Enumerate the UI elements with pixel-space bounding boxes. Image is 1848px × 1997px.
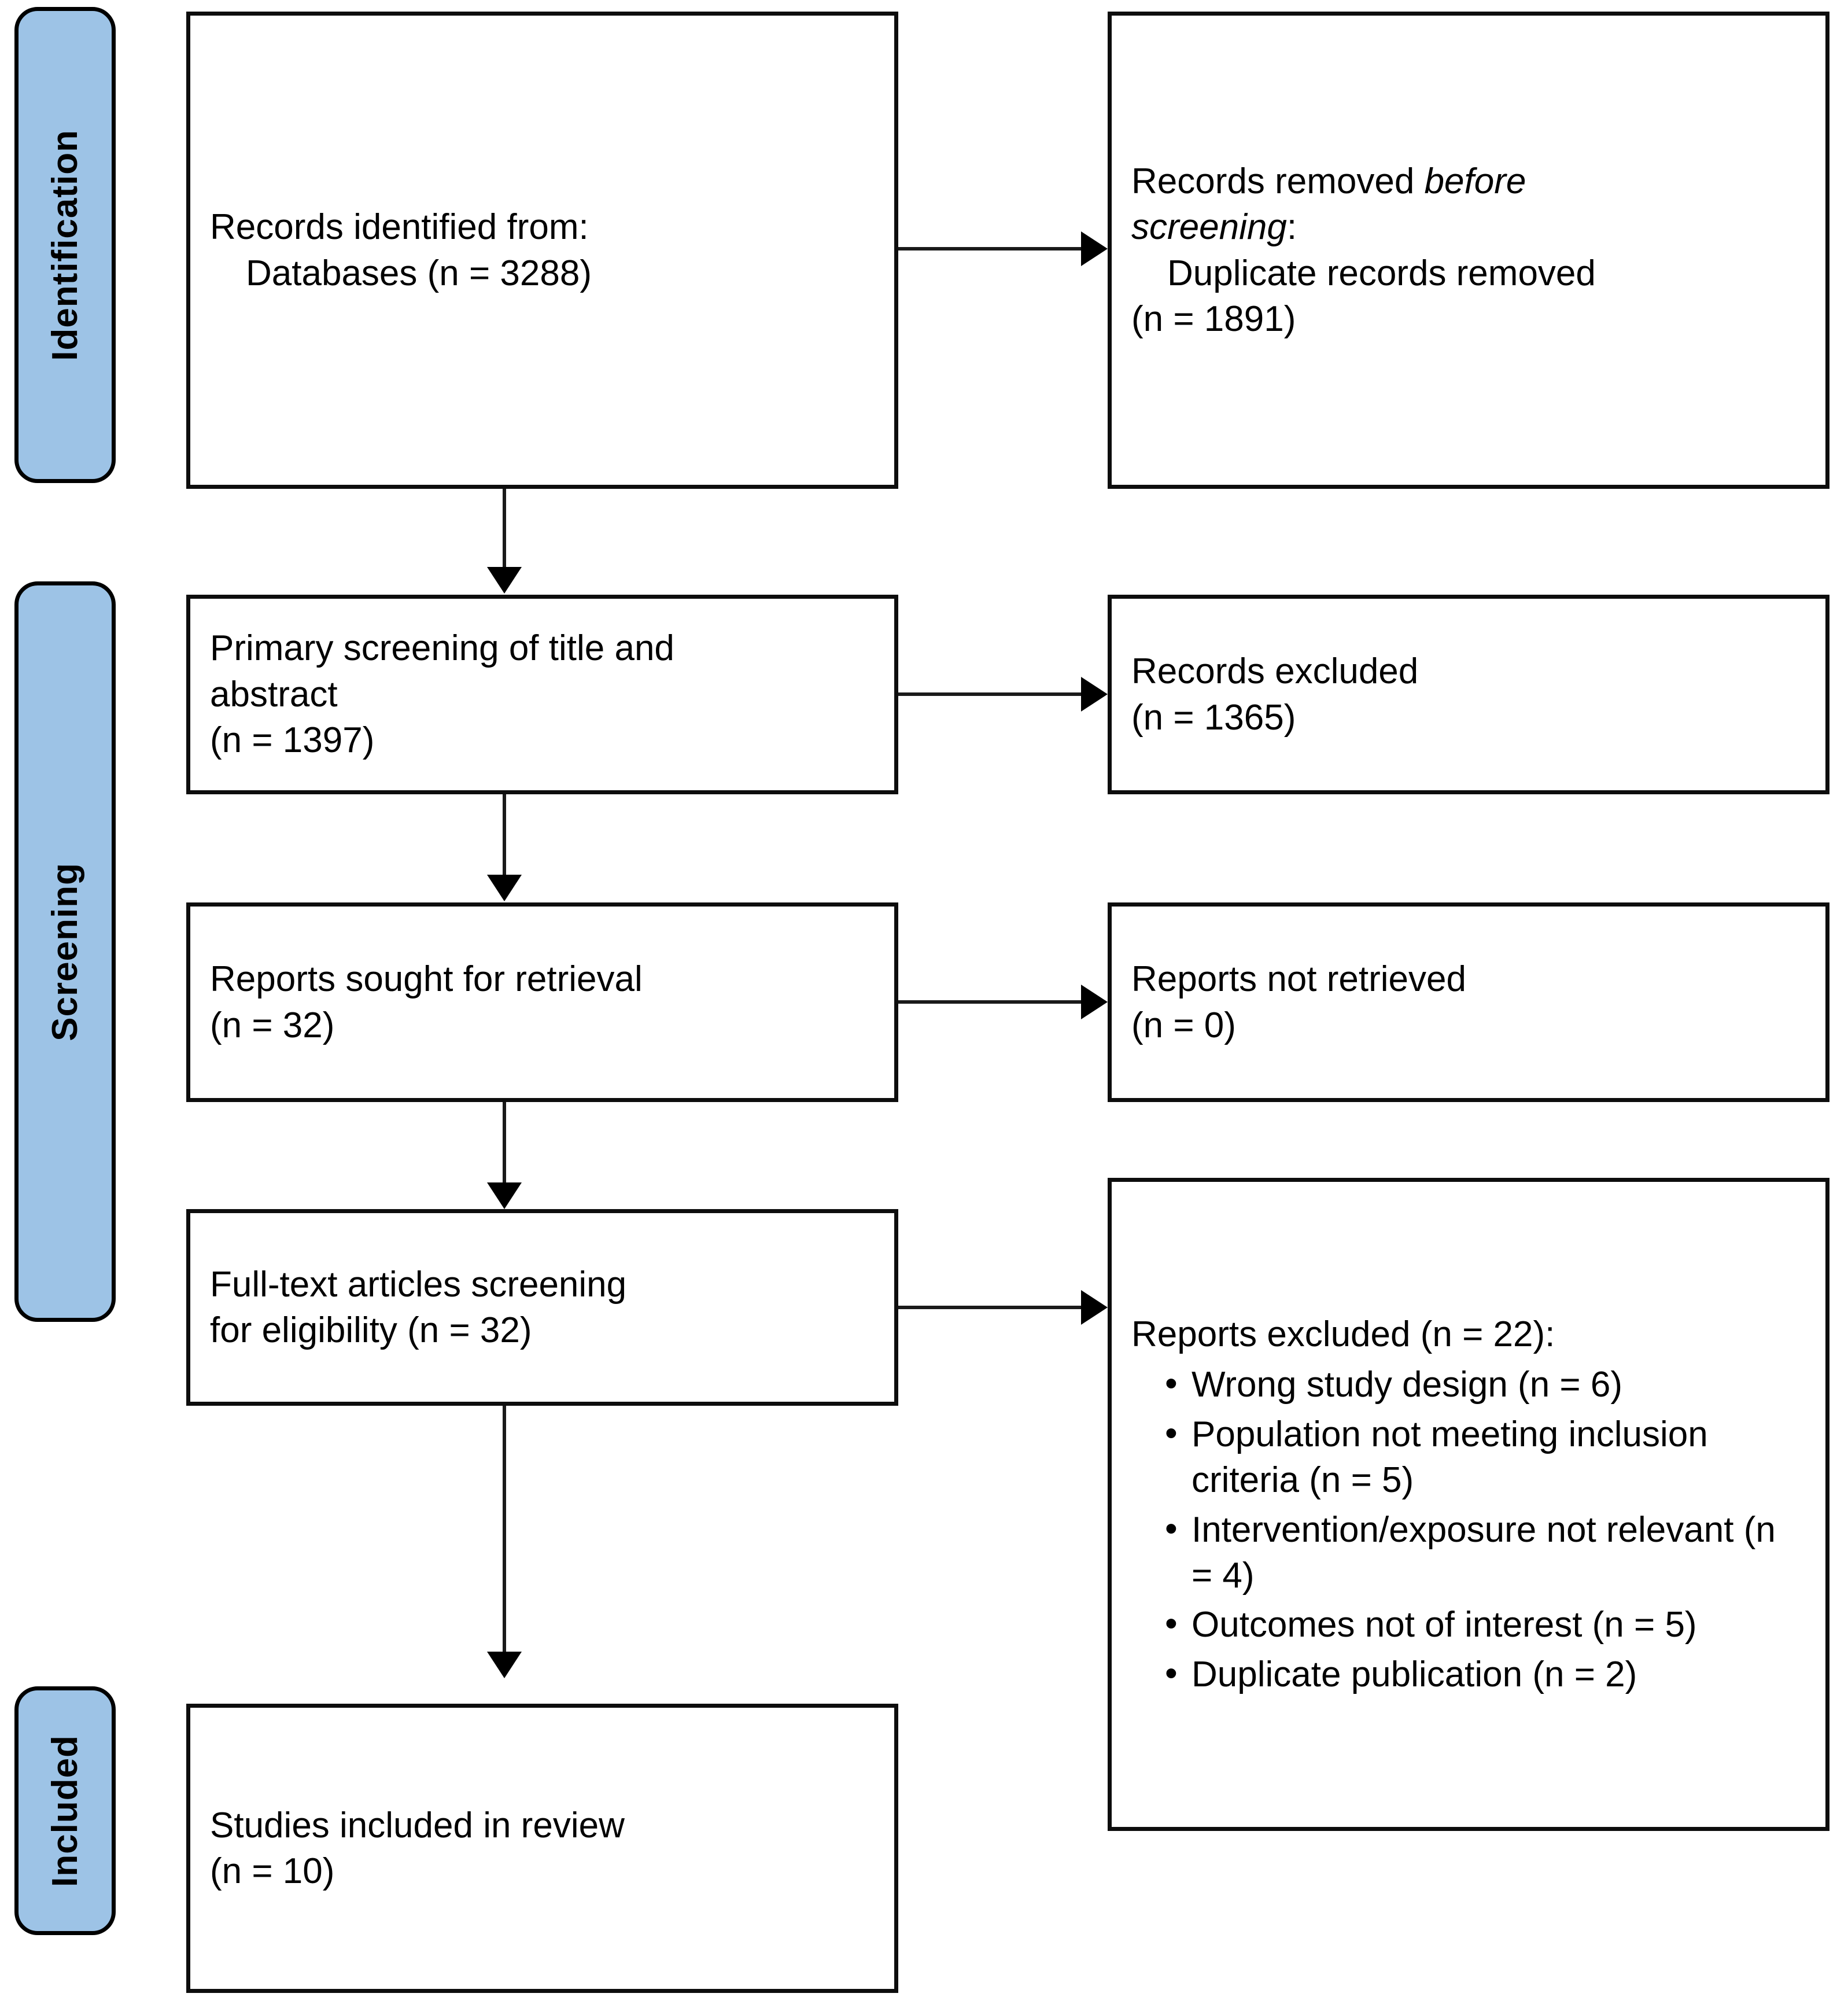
records-removed-text-a: Records removed [1131, 161, 1425, 201]
arrowhead-sought-to-fulltext [487, 1182, 522, 1209]
stage-band-identification: Identification [14, 7, 116, 483]
reports-excluded-heading: Reports excluded (n = 22): [1131, 1314, 1555, 1355]
studies-included-line1: Studies included in review [210, 1805, 625, 1845]
arrowhead-screening-to-excluded [1081, 677, 1108, 712]
connector-fulltext-to-reports-excluded [898, 1306, 1089, 1309]
connector-screening-to-sought [503, 794, 506, 878]
connector-screening-to-excluded [898, 692, 1089, 696]
stage-label-screening: Screening [45, 862, 85, 1041]
records-removed-line2: screening: [1131, 204, 1806, 250]
records-removed-colon: : [1286, 207, 1297, 248]
connector-sought-to-fulltext [503, 1102, 506, 1186]
records-identified-line2: Databases (n = 3288) [246, 253, 592, 293]
box-records-identified: Records identified from: Databases (n = … [186, 12, 898, 489]
primary-screening-line3: (n = 1397) [210, 720, 375, 761]
studies-included-line2: (n = 10) [210, 1851, 335, 1891]
box-records-excluded: Records excluded (n = 1365) [1108, 595, 1829, 794]
reports-sought-line1: Reports sought for retrieval [210, 959, 643, 1000]
arrowhead-sought-to-not-retrieved [1081, 985, 1108, 1019]
box-records-removed-before-screening: Records removed before screening: Duplic… [1108, 12, 1829, 489]
records-removed-line3: Duplicate records removed [1167, 253, 1596, 293]
connector-sought-to-not-retrieved [898, 1000, 1089, 1004]
connector-identified-to-screening [503, 489, 506, 570]
records-identified-line1: Records identified from: [210, 207, 589, 248]
records-removed-emph-before: before [1424, 161, 1526, 201]
fulltext-screening-line1: Full-text articles screening [210, 1264, 627, 1305]
reports-excluded-reason-list: Wrong study design (n = 6) Population no… [1131, 1358, 1806, 1697]
box-fulltext-screening: Full-text articles screening for eligibi… [186, 1209, 898, 1406]
records-removed-line1: Records removed before [1131, 159, 1806, 204]
box-reports-excluded: Reports excluded (n = 22): Wrong study d… [1108, 1178, 1829, 1831]
list-item: Wrong study design (n = 6) [1165, 1361, 1806, 1408]
stage-label-included: Included [45, 1734, 85, 1887]
connector-fulltext-to-included [503, 1406, 506, 1655]
stage-band-screening: Screening [14, 581, 116, 1322]
reports-not-retrieved-line2: (n = 0) [1131, 1005, 1236, 1045]
primary-screening-line2: abstract [210, 674, 338, 714]
records-removed-emph-screening: screening [1131, 207, 1287, 248]
stage-label-identification: Identification [45, 129, 85, 361]
arrowhead-identified-to-screening [487, 567, 522, 594]
connector-identified-to-removed [898, 247, 1089, 250]
box-primary-screening: Primary screening of title and abstract … [186, 595, 898, 794]
list-item: Population not meeting inclusion criteri… [1165, 1410, 1806, 1504]
arrowhead-screening-to-sought [487, 875, 522, 901]
arrowhead-fulltext-to-reports-excluded [1081, 1290, 1108, 1325]
fulltext-screening-line2: for eligibility (n = 32) [210, 1310, 532, 1350]
arrowhead-identified-to-removed [1081, 231, 1108, 266]
reports-not-retrieved-line1: Reports not retrieved [1131, 959, 1466, 1000]
records-excluded-line1: Records excluded [1131, 651, 1419, 692]
records-excluded-line2: (n = 1365) [1131, 697, 1296, 738]
box-reports-not-retrieved: Reports not retrieved (n = 0) [1108, 902, 1829, 1102]
stage-band-included: Included [14, 1686, 116, 1935]
arrowhead-fulltext-to-included [487, 1652, 522, 1678]
box-reports-sought: Reports sought for retrieval (n = 32) [186, 902, 898, 1102]
list-item: Duplicate publication (n = 2) [1165, 1650, 1806, 1697]
records-removed-line4: (n = 1891) [1131, 299, 1296, 339]
primary-screening-line1: Primary screening of title and [210, 628, 674, 669]
list-item: Outcomes not of interest (n = 5) [1165, 1601, 1806, 1648]
reports-sought-line2: (n = 32) [210, 1005, 335, 1045]
box-studies-included: Studies included in review (n = 10) [186, 1704, 898, 1993]
list-item: Intervention/exposure not relevant (n = … [1165, 1506, 1806, 1599]
